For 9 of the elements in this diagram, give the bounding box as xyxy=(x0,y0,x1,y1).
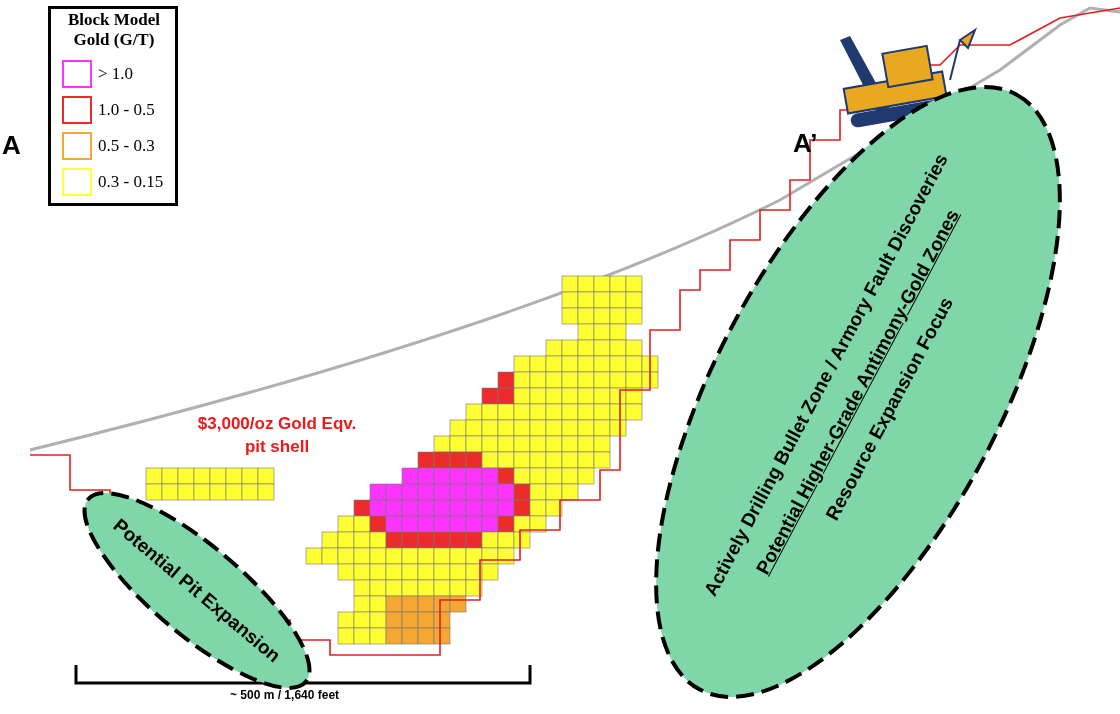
legend-title: Block Model Gold (G/T) xyxy=(66,10,162,50)
legend-label: 1.0 - 0.5 xyxy=(98,100,155,120)
legend-label: 0.5 - 0.3 xyxy=(98,136,155,156)
pit-shell-label: $3,000/oz Gold Eqv. pit shell xyxy=(196,413,358,458)
scale-label: ~ 500 m / 1,640 feet xyxy=(230,688,340,702)
legend-label: > 1.0 xyxy=(98,64,134,84)
section-end-label: A’ xyxy=(793,128,818,159)
section-end-label: A xyxy=(2,130,21,161)
legend-label: 0.3 - 0.15 xyxy=(98,172,164,192)
